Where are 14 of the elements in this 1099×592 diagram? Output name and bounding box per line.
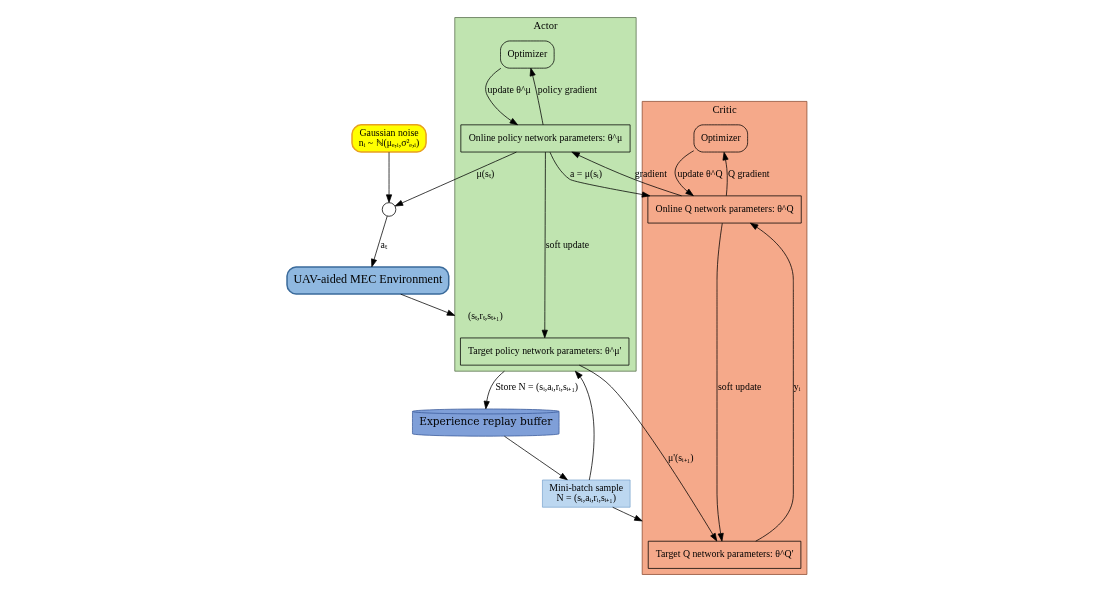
edge-label: μ(sₜ) — [476, 167, 494, 179]
edge-label: soft update — [545, 238, 589, 250]
edge-label: μ'(sᵢ₊₁) — [667, 451, 693, 463]
edge-label: update θ^Q — [677, 167, 722, 179]
edge-label: aₜ — [380, 238, 387, 250]
edge-label: a = μ(sᵢ) — [569, 167, 602, 179]
edge-label: update θ^μ — [487, 83, 531, 95]
edge-label: Store N = (sᵢ,aᵢ,rᵢ,sᵢ₊₁) — [494, 380, 578, 392]
edge-label: soft update — [717, 380, 761, 392]
edge-label: gradient — [634, 167, 667, 179]
edge-label: Q gradient — [727, 167, 770, 179]
edge-label: (sₜ,rₜ,sₜ₊₁) — [467, 309, 503, 321]
edge-label: yᵢ — [793, 380, 800, 392]
edge-label: policy gradient — [537, 83, 597, 95]
